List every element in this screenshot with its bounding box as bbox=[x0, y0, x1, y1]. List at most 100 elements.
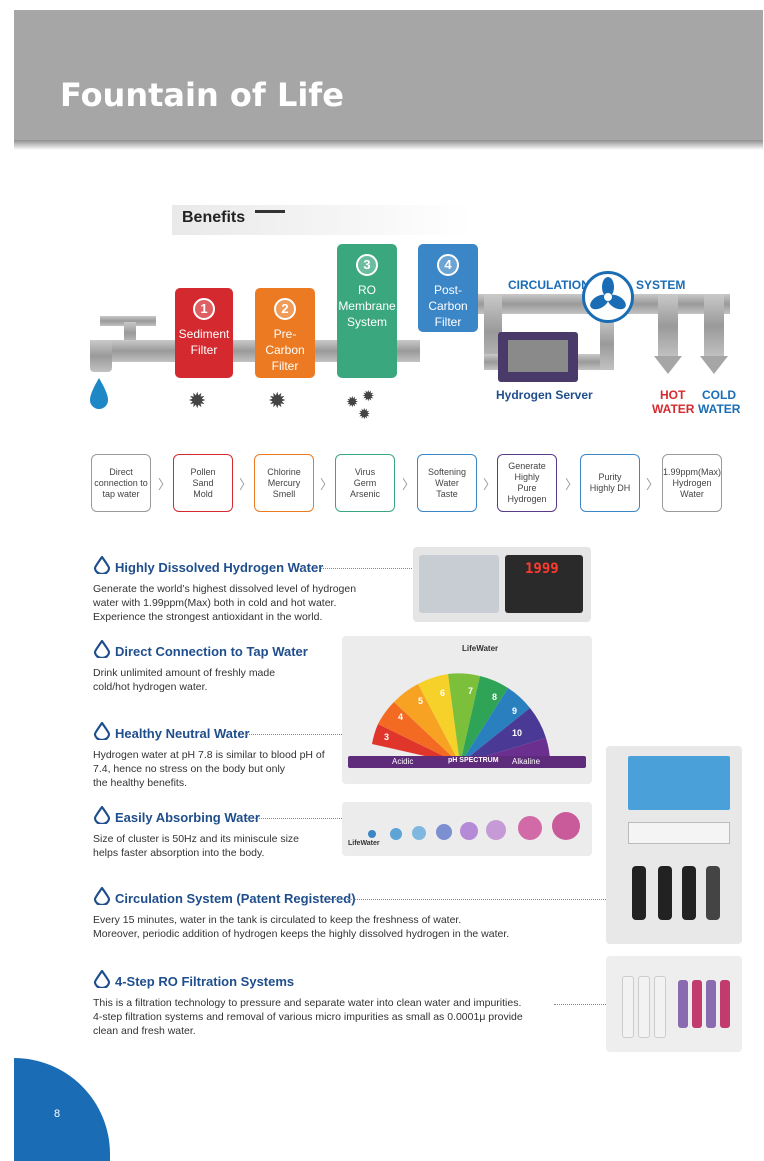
filter-cartridge bbox=[632, 866, 646, 920]
section-body: Hydrogen water at pH 7.8 is similar to b… bbox=[93, 749, 325, 789]
hot-arrow-icon bbox=[654, 356, 682, 374]
water-drop-icon bbox=[94, 640, 110, 658]
server-pipe-left bbox=[484, 294, 502, 370]
section-title: Healthy Neutral Water bbox=[115, 726, 250, 741]
filter-cartridge bbox=[706, 980, 716, 1028]
acidic-label: Acidic bbox=[392, 757, 414, 766]
filter-cartridge bbox=[706, 866, 720, 920]
section-title: Circulation System (Patent Registered) bbox=[115, 891, 356, 906]
filter-number-1: 1 bbox=[193, 298, 215, 320]
ph-number: 4 bbox=[398, 712, 404, 722]
filter-cartridge bbox=[720, 980, 730, 1028]
leader-dots bbox=[304, 568, 412, 569]
germ-icon: ✹ bbox=[268, 388, 287, 413]
system-label: SYSTEM bbox=[636, 278, 686, 292]
cluster-size-image: LifeWater bbox=[342, 802, 592, 856]
ph-number: 10 bbox=[512, 728, 523, 738]
germ-icon: ✹ bbox=[362, 388, 375, 405]
ph-number: 5 bbox=[418, 696, 424, 706]
ph-number: 6 bbox=[440, 688, 446, 698]
cluster-dot bbox=[486, 820, 506, 840]
filter-label: Filter bbox=[190, 343, 218, 357]
alkaline-label: Alkaline bbox=[512, 757, 541, 766]
cluster-lifewater-label: LifeWater bbox=[348, 840, 380, 847]
hydrogen-server-label: Hydrogen Server bbox=[496, 388, 593, 402]
page-title: Fountain of Life bbox=[60, 76, 344, 114]
header-shadow bbox=[14, 140, 763, 150]
chevron-right-icon: 〉 bbox=[158, 477, 172, 492]
faucet-handle bbox=[100, 316, 156, 326]
filter-cartridge bbox=[692, 980, 702, 1028]
ph-number: 9 bbox=[512, 706, 518, 716]
cluster-dot bbox=[368, 830, 376, 838]
filter-cartridge bbox=[654, 976, 666, 1038]
filter-label: System bbox=[346, 315, 387, 329]
filter-label: RO bbox=[358, 283, 376, 297]
filter-cartridge bbox=[622, 976, 634, 1038]
cluster-dot bbox=[518, 816, 542, 840]
chevron-right-icon: 〉 bbox=[402, 477, 416, 492]
server-pipe-right bbox=[600, 318, 614, 370]
meter-display: 1999 bbox=[525, 561, 559, 577]
filter-label: Post-Carbon bbox=[428, 283, 468, 313]
hot-water-label: WATER bbox=[652, 402, 695, 416]
cold-label: COLD bbox=[702, 388, 736, 402]
cluster-dot bbox=[412, 826, 426, 840]
hot-label: HOT bbox=[660, 388, 686, 402]
chevron-right-icon: 〉 bbox=[320, 477, 334, 492]
cluster-dot bbox=[460, 822, 478, 840]
germ-icon: ✹ bbox=[346, 394, 359, 411]
control-panel bbox=[628, 822, 730, 844]
benefits-label: Benefits bbox=[182, 209, 246, 226]
page-corner-decoration bbox=[14, 1058, 110, 1161]
ph-spectrum-image: LifeWater Acidic pH SPECTRUM Alkaline 3 … bbox=[342, 636, 592, 784]
section-title: 4-Step RO Filtration Systems bbox=[115, 974, 295, 989]
meter-device bbox=[505, 555, 583, 613]
section-body: Size of cluster is 50Hz and its miniscul… bbox=[93, 833, 299, 859]
chevron-right-icon: 〉 bbox=[483, 477, 497, 492]
section-body: Every 15 minutes, water in the tank is c… bbox=[93, 914, 510, 940]
page-number: 8 bbox=[54, 1108, 61, 1120]
cluster-dot bbox=[552, 812, 580, 840]
filter-cartridge bbox=[658, 866, 672, 920]
filter-number-2: 2 bbox=[274, 298, 296, 320]
cold-water-label: WATER bbox=[698, 402, 741, 416]
section-title: Highly Dissolved Hydrogen Water bbox=[115, 560, 324, 575]
filter-number-3: 3 bbox=[356, 254, 378, 276]
spectrum-label: pH SPECTRUM bbox=[448, 757, 499, 764]
benefits-tab bbox=[172, 205, 472, 235]
ph-number: 7 bbox=[468, 686, 474, 696]
hot-pipe bbox=[658, 294, 678, 358]
filter-label: Filter bbox=[271, 359, 299, 373]
water-tank bbox=[628, 756, 730, 810]
lifewater-label: LifeWater bbox=[462, 644, 499, 653]
cluster-dot bbox=[436, 824, 452, 840]
germ-icon: ✹ bbox=[188, 388, 207, 413]
filter-cartridge bbox=[678, 980, 688, 1028]
filter-number-4: 4 bbox=[437, 254, 459, 276]
benefits-underline bbox=[255, 210, 285, 213]
water-drop-icon bbox=[94, 887, 110, 905]
faucet-stem bbox=[124, 322, 136, 344]
meter-probe bbox=[419, 555, 499, 613]
cold-arrow-icon bbox=[700, 356, 728, 374]
filter-cartridge bbox=[638, 976, 650, 1038]
ph-number: 8 bbox=[492, 692, 498, 702]
section-title: Direct Connection to Tap Water bbox=[115, 644, 308, 659]
header-banner bbox=[14, 10, 763, 140]
ph-number: 3 bbox=[384, 732, 390, 742]
cold-pipe bbox=[704, 294, 724, 358]
circulation-label: CIRCULATION bbox=[508, 278, 590, 292]
water-drop-icon bbox=[94, 556, 110, 574]
section-body: This is a filtration technology to press… bbox=[93, 997, 523, 1037]
chevron-right-icon: 〉 bbox=[646, 477, 660, 492]
leader-dots bbox=[330, 899, 606, 900]
faucet-spout bbox=[90, 340, 112, 372]
filters-product-image bbox=[606, 956, 742, 1052]
